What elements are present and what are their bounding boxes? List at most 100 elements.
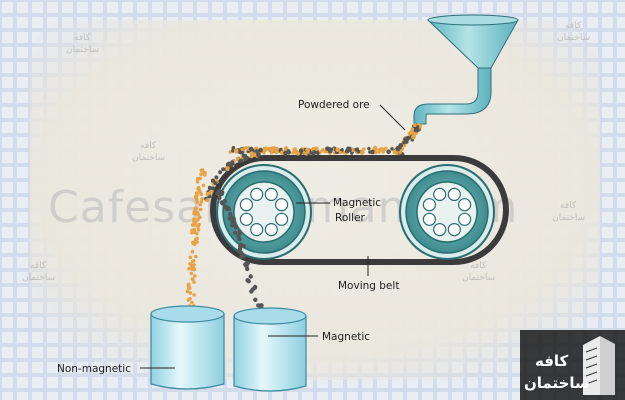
svg-text:ساختمان: ساختمان bbox=[524, 374, 590, 392]
roller-hole bbox=[433, 187, 447, 201]
ore-particle bbox=[403, 137, 407, 141]
ore-particle bbox=[199, 168, 204, 173]
magnetic-roller-left bbox=[216, 164, 312, 260]
ore-particle bbox=[243, 157, 248, 162]
non-magnetic-particles bbox=[185, 168, 207, 313]
ore-on-belt bbox=[204, 145, 402, 203]
ore-particle bbox=[228, 150, 232, 154]
ore-particle bbox=[201, 183, 206, 188]
ore-particle bbox=[259, 303, 264, 308]
ore-particle bbox=[249, 154, 254, 159]
ore-particle bbox=[203, 171, 207, 175]
ore-particle bbox=[311, 146, 316, 151]
ore-particle bbox=[188, 297, 192, 301]
ore-particle bbox=[198, 215, 202, 219]
ore-particle bbox=[241, 244, 246, 249]
ore-particle bbox=[190, 231, 194, 235]
ore-particle bbox=[213, 181, 218, 186]
ore-particle bbox=[362, 147, 366, 151]
ore-particle bbox=[190, 249, 195, 254]
roller-hole bbox=[422, 198, 436, 212]
ore-particle bbox=[198, 176, 202, 181]
ore-particle bbox=[240, 147, 244, 151]
ore-particle bbox=[192, 293, 196, 297]
ore-particle bbox=[238, 149, 243, 155]
ore-particle bbox=[316, 151, 320, 155]
ore-particle bbox=[231, 149, 235, 153]
svg-text:کافه: کافه bbox=[140, 141, 157, 151]
roller-hole bbox=[264, 223, 278, 237]
roller-hole bbox=[275, 198, 289, 212]
ore-particle bbox=[195, 200, 200, 204]
ore-particle bbox=[262, 151, 266, 155]
ore-particle bbox=[225, 162, 230, 167]
ore-particle bbox=[217, 188, 222, 194]
watermark-small-top-left: کافه ساختمان bbox=[66, 33, 99, 55]
roller-hole bbox=[422, 212, 436, 226]
svg-text:کافه: کافه bbox=[535, 352, 569, 370]
label-magnetic-roller-line2: Roller bbox=[335, 212, 366, 224]
ore-particle bbox=[199, 192, 204, 196]
ore-particle bbox=[248, 147, 253, 151]
ore-particle bbox=[233, 148, 239, 154]
ore-particle bbox=[190, 300, 194, 305]
ore-particle bbox=[199, 172, 203, 176]
label-non-magnetic: Non-magnetic bbox=[57, 363, 131, 375]
roller-hole bbox=[239, 198, 253, 212]
ore-particle bbox=[199, 199, 204, 204]
ore-particle bbox=[194, 220, 198, 224]
ore-particle bbox=[185, 289, 190, 294]
ore-particle bbox=[193, 239, 198, 244]
ore-particle bbox=[200, 197, 204, 201]
watermark-small-left-low: کافه ساختمان bbox=[22, 261, 55, 283]
ore-particle bbox=[338, 150, 343, 154]
magnetic-particles bbox=[215, 188, 267, 316]
ore-particle bbox=[347, 147, 352, 153]
ore-particle bbox=[372, 145, 378, 151]
ore-particle bbox=[187, 286, 191, 291]
ore-particle bbox=[187, 282, 191, 287]
ore-particle bbox=[354, 147, 358, 152]
svg-text:کافه: کافه bbox=[30, 261, 47, 271]
svg-text:کافه: کافه bbox=[470, 261, 487, 271]
ore-particle bbox=[219, 200, 224, 205]
ore-particle bbox=[402, 143, 407, 148]
ore-particle bbox=[256, 303, 261, 308]
bin-non-magnetic bbox=[150, 305, 225, 390]
ore-particle bbox=[196, 185, 201, 190]
ore-particle bbox=[291, 151, 295, 155]
roller-hole bbox=[433, 223, 447, 237]
roller-hole bbox=[447, 187, 461, 201]
ore-particle bbox=[412, 123, 417, 127]
svg-text:ساختمان: ساختمان bbox=[557, 33, 590, 43]
ore-particle bbox=[189, 271, 194, 276]
ore-particle bbox=[217, 195, 222, 201]
ore-particle bbox=[323, 149, 327, 154]
ore-particle bbox=[195, 180, 200, 184]
ore-particle bbox=[194, 191, 199, 195]
watermark-small-top-right: کافه ساختمان bbox=[557, 21, 590, 43]
ore-particle bbox=[314, 146, 319, 151]
moving-belt bbox=[210, 155, 509, 265]
ore-particle bbox=[283, 150, 288, 156]
ore-particle bbox=[414, 127, 420, 133]
svg-text:ساختمان: ساختمان bbox=[66, 45, 99, 55]
ore-particle bbox=[231, 216, 236, 222]
svg-text:کافه: کافه bbox=[74, 33, 91, 43]
ore-particle bbox=[205, 192, 210, 196]
svg-text:ساختمان: ساختمان bbox=[22, 273, 55, 283]
ore-particle bbox=[386, 149, 391, 155]
ore-particle bbox=[190, 223, 195, 227]
ore-particle bbox=[193, 223, 197, 227]
ore-particle bbox=[258, 147, 263, 153]
ore-particle bbox=[374, 150, 378, 155]
svg-text:ساختمان: ساختمان bbox=[552, 213, 585, 223]
ore-particle bbox=[194, 254, 198, 259]
ore-particle bbox=[193, 230, 197, 235]
svg-text:کافه: کافه bbox=[565, 21, 582, 31]
ore-particle bbox=[243, 262, 248, 267]
ore-particle bbox=[390, 147, 394, 151]
ore-particle bbox=[225, 205, 231, 211]
svg-text:کافه: کافه bbox=[560, 201, 577, 211]
